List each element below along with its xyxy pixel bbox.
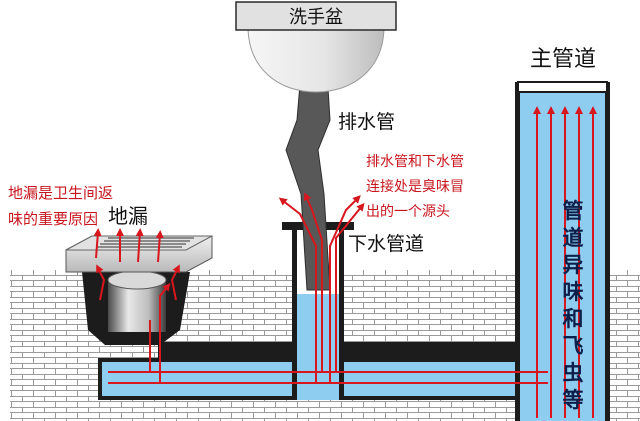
sewer-pipe-label: 下水管道 <box>348 233 424 255</box>
main-pipe-note-char: 虫 <box>563 361 584 385</box>
floor-drain-label: 地漏 <box>108 204 148 228</box>
joint-note-line: 出的一个源头 <box>366 204 450 220</box>
main-pipe-note-char: 飞 <box>563 334 584 358</box>
main-pipe-label: 主管道 <box>530 47 596 72</box>
main-vertical-pipe <box>515 81 610 421</box>
joint-note: 排水管和下水管 连接处是臭味冒 出的一个源头 <box>366 154 464 220</box>
basin-label: 洗手盆 <box>289 7 343 28</box>
floor-drain-note-line: 地漏是卫生间返 <box>8 184 113 202</box>
floor-drain-note: 地漏是卫生间返 味的重要原因 <box>8 184 113 228</box>
main-pipe-note-char: 等 <box>563 388 584 412</box>
drain-pipe-label: 排水管 <box>338 111 395 133</box>
main-pipe-note-char: 道 <box>563 226 584 250</box>
joint-note-line: 排水管和下水管 <box>366 154 464 170</box>
main-pipe-note-char: 味 <box>563 280 584 304</box>
odor-flow-lines <box>108 106 597 418</box>
main-pipe-note: 管 道 异 味 和 飞 虫 等 <box>563 199 584 412</box>
main-pipe-note-char: 和 <box>563 307 584 331</box>
floor-drain-note-line: 味的重要原因 <box>8 210 98 228</box>
wash-basin <box>235 1 397 93</box>
main-pipe-note-char: 异 <box>563 253 584 277</box>
floor-drain-odor-arrows <box>93 228 180 301</box>
joint-note-line: 连接处是臭味冒 <box>366 178 464 195</box>
main-pipe-note-char: 管 <box>563 199 584 223</box>
brick-wall-right <box>605 270 640 421</box>
